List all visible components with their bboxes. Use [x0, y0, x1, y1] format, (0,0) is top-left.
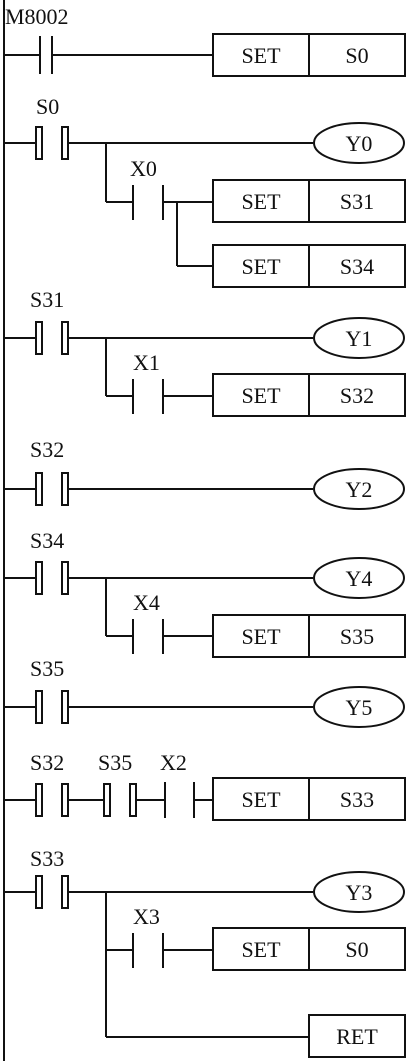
- contact-label-x0: X0: [130, 156, 157, 181]
- contact-s32-series: [35, 783, 69, 817]
- contact-label-x1: X1: [133, 350, 160, 375]
- instruction-label: SET: [241, 624, 281, 649]
- rung-6: S35 Y5: [4, 656, 405, 728]
- contact-label-s31: S31: [30, 287, 64, 312]
- coil-y3: Y3: [313, 871, 405, 913]
- contact-x3: [132, 933, 164, 968]
- contact-s33: [35, 875, 69, 909]
- operand-label: S34: [340, 254, 374, 279]
- instruction-label: SET: [241, 383, 281, 408]
- instruction-label: RET: [336, 1024, 378, 1049]
- coil-y1: Y1: [313, 317, 405, 359]
- contact-x2: [164, 782, 195, 818]
- set-s35-instruction-box: SET S35: [212, 614, 406, 658]
- coil-label: Y5: [346, 695, 373, 720]
- coil-label: Y3: [346, 880, 373, 905]
- contact-m8002: [39, 36, 53, 74]
- rung-4: S32 Y2: [4, 437, 405, 510]
- instruction-label: SET: [241, 937, 281, 962]
- contact-label-s0: S0: [36, 94, 59, 119]
- instruction-label: SET: [241, 43, 281, 68]
- rung-5: S34 Y4 X4 SET S35: [4, 528, 406, 658]
- contact-x0: [132, 185, 164, 220]
- instruction-label: SET: [241, 787, 281, 812]
- contact-label-s34: S34: [30, 528, 64, 553]
- coil-y0: Y0: [313, 122, 405, 164]
- contact-s32: [35, 472, 69, 506]
- operand-label: S0: [345, 43, 368, 68]
- set-s32-instruction-box: SET S32: [212, 373, 406, 417]
- contact-s0: [35, 126, 69, 160]
- contact-s35-series: [103, 783, 137, 817]
- contact-label-s35: S35: [30, 656, 64, 681]
- contact-s35: [35, 690, 69, 724]
- contact-label-x3: X3: [133, 904, 160, 929]
- set-s31-instruction-box: SET S31: [212, 179, 406, 223]
- operand-label: S32: [340, 383, 374, 408]
- contact-s31: [35, 321, 69, 355]
- operand-label: S35: [340, 624, 374, 649]
- set-s0-instruction-box: SET S0: [212, 33, 406, 77]
- rung-8: S33 Y3 X3 SET S0 RET: [4, 846, 406, 1058]
- rung-7: S32 S35 X2 SET S33: [4, 750, 406, 821]
- coil-label: Y4: [346, 566, 373, 591]
- contact-label-s32: S32: [30, 437, 64, 462]
- coil-y5: Y5: [313, 686, 405, 728]
- coil-label: Y2: [346, 477, 373, 502]
- instruction-label: SET: [241, 189, 281, 214]
- operand-label: S33: [340, 787, 374, 812]
- contact-s34: [35, 561, 69, 595]
- coil-y4: Y4: [313, 557, 405, 599]
- contact-label-x2: X2: [160, 750, 187, 775]
- set-s34-instruction-box: SET S34: [212, 244, 406, 288]
- contact-x4: [132, 619, 164, 654]
- rung-3: S31 Y1 X1 SET S32: [4, 287, 406, 417]
- rung-2: S0 Y0 X0 SET S31 SE: [4, 94, 406, 288]
- set-s33-instruction-box: SET S33: [212, 777, 406, 821]
- set-s0-instruction-box-2: SET S0: [212, 927, 406, 971]
- ret-instruction-box: RET: [308, 1014, 406, 1058]
- coil-label: Y0: [346, 131, 373, 156]
- contact-label-s35-series: S35: [98, 750, 132, 775]
- coil-y2: Y2: [313, 468, 405, 510]
- contact-x1: [132, 379, 164, 414]
- contact-label-m8002: M8002: [5, 4, 69, 29]
- operand-label: S0: [345, 937, 368, 962]
- operand-label: S31: [340, 189, 374, 214]
- contact-label-x4: X4: [133, 590, 160, 615]
- instruction-label: SET: [241, 254, 281, 279]
- coil-label: Y1: [346, 326, 373, 351]
- contact-label-s32-series: S32: [30, 750, 64, 775]
- rung-1: M8002 SET S0: [4, 4, 406, 77]
- contact-label-s33: S33: [30, 846, 64, 871]
